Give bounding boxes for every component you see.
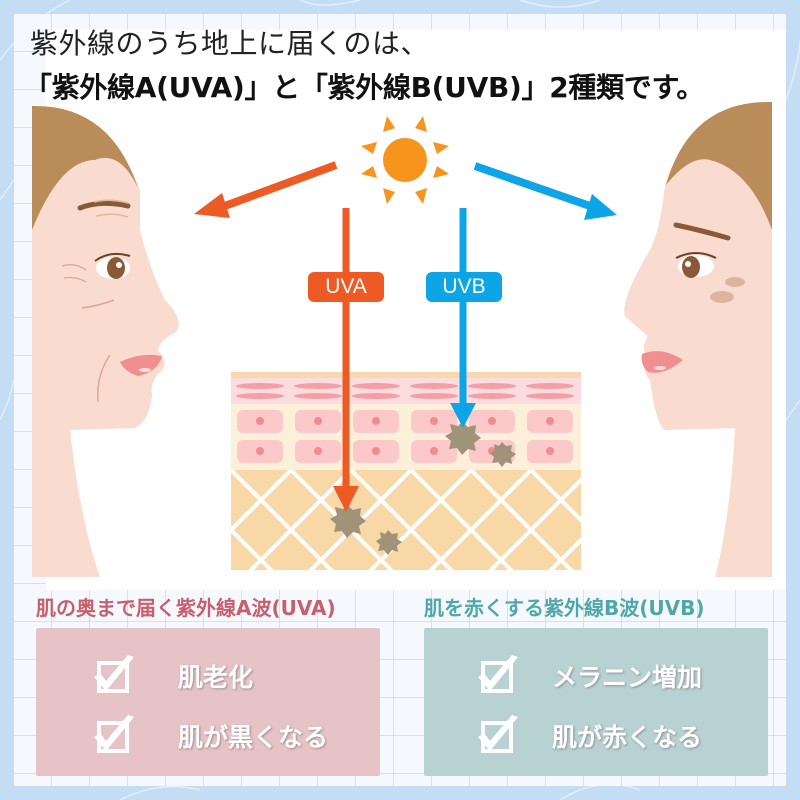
uva-section-title: 肌の奥まで届く紫外線A波(UVA) (36, 596, 336, 620)
arrow-uvb-diagonal-icon (473, 162, 617, 220)
checkbox-checked-icon (478, 655, 518, 693)
uvb-effect-text: 肌が赤くなる (552, 723, 703, 752)
uvb-effect-item: メラニン増加 (424, 646, 768, 706)
headline-line-1: 紫外線のうち地上に届くのは、 (30, 27, 430, 60)
arrow-uvb-down-icon (450, 208, 476, 428)
uvb-label-tag: UVB (426, 272, 502, 302)
checkbox-checked-icon (478, 715, 518, 753)
checkbox-checked-icon (94, 715, 134, 753)
sun-icon (361, 116, 449, 204)
arrow-uva-down-icon (333, 208, 359, 512)
left-face-illustration (32, 105, 179, 577)
uva-effect-item: 肌老化 (36, 646, 380, 706)
skin-cross-section (231, 372, 581, 570)
uvb-effect-text: メラニン増加 (552, 663, 703, 692)
uva-effects-box: 肌老化 肌が黒くなる (36, 628, 380, 776)
uva-effect-item: 肌が黒くなる (36, 706, 380, 766)
arrow-uva-diagonal-icon (194, 161, 338, 218)
uva-label-tag: UVA (308, 272, 384, 302)
uvb-effects-box: メラニン増加 肌が赤くなる (424, 628, 768, 776)
uvb-effect-item: 肌が赤くなる (424, 706, 768, 766)
uva-effect-text: 肌が黒くなる (178, 723, 329, 752)
headline-line-2: 「紫外線A(UVA)」と「紫外線B(UVB)」2種類です。 (24, 71, 705, 104)
checkbox-checked-icon (94, 655, 134, 693)
uvb-section-title: 肌を赤くする紫外線B波(UVB) (424, 596, 705, 620)
uva-effect-text: 肌老化 (178, 663, 254, 692)
right-face-illustration (624, 101, 772, 577)
melanin-spot-icon (330, 422, 516, 555)
